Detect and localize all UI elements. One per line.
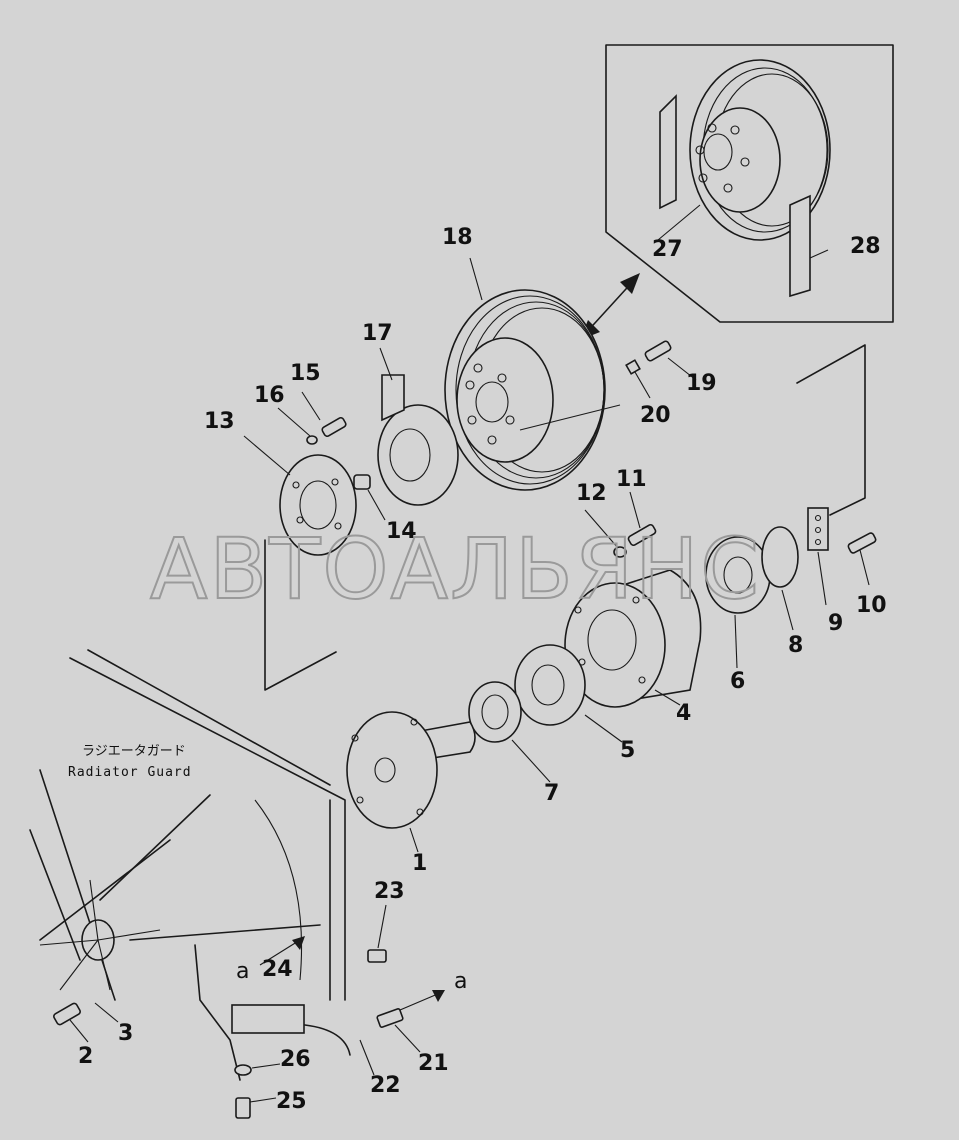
radiator-guard-label-jp: ラジエータガード [82, 744, 186, 759]
part-label-3: 3 [118, 1021, 133, 1046]
inset-box [605, 44, 894, 323]
hub-housing [564, 569, 702, 708]
part-label-15: 15 [290, 361, 321, 386]
bolt-15 [321, 416, 347, 438]
part-label-18: 18 [442, 225, 473, 250]
part-label-26: 26 [280, 1047, 311, 1072]
radiator-guard [29, 649, 346, 1001]
part-label-17: 17 [362, 321, 393, 346]
bearing-flange [279, 454, 357, 556]
part-label-22: 22 [370, 1073, 401, 1098]
grease-fitting [353, 474, 371, 490]
part-label-25: 25 [276, 1089, 307, 1114]
part-label-5: 5 [620, 738, 635, 763]
watermark: АВТОАЛЬЯНС [150, 520, 761, 618]
bolt-2 [53, 1002, 81, 1026]
bolt-25 [235, 1097, 251, 1119]
part-label-19: 19 [686, 371, 717, 396]
washer-12 [613, 546, 627, 558]
part-label-4: 4 [676, 701, 691, 726]
ref-letter-right: a [454, 969, 467, 994]
bearing-5 [514, 644, 586, 726]
part-label-1: 1 [412, 851, 427, 876]
part-label-16: 16 [254, 383, 285, 408]
part-label-9: 9 [828, 611, 843, 636]
radiator-guard-label-en: Radiator Guard [68, 765, 192, 780]
ref-letter-left: a [236, 959, 249, 984]
seal-7 [468, 681, 522, 743]
part-label-12: 12 [576, 481, 607, 506]
part-label-2: 2 [78, 1044, 93, 1069]
part-label-6: 6 [730, 669, 745, 694]
part-label-13: 13 [204, 409, 235, 434]
alignment-line [264, 539, 337, 691]
part-label-10: 10 [856, 593, 887, 618]
bolt-10 [847, 532, 877, 554]
part-labels: 1234567891011121314151617181920212223242… [78, 225, 887, 1114]
washer-16 [306, 435, 318, 445]
washer-20 [625, 359, 641, 375]
cover-8 [761, 526, 799, 588]
part-label-8: 8 [788, 633, 803, 658]
part-label-7: 7 [544, 781, 559, 806]
part-label-21: 21 [418, 1051, 449, 1076]
bolt-11 [627, 523, 657, 547]
fan-hub [39, 879, 161, 991]
part-label-11: 11 [616, 467, 647, 492]
part-label-28: 28 [850, 234, 881, 259]
part-label-14: 14 [386, 519, 417, 544]
part-label-24: 24 [262, 957, 293, 982]
part-label-23: 23 [374, 879, 405, 904]
grease-line [194, 944, 404, 1081]
spacer-plate [377, 374, 459, 506]
fan-shaft [346, 711, 476, 829]
inset-pulley [659, 59, 831, 298]
pulley [444, 289, 606, 491]
bolt-19 [644, 340, 672, 362]
leader-lines [69, 204, 870, 1103]
washer-26 [234, 1064, 252, 1076]
part-label-27: 27 [652, 237, 683, 262]
bracket-plate [796, 344, 866, 551]
part-label-20: 20 [640, 403, 671, 428]
